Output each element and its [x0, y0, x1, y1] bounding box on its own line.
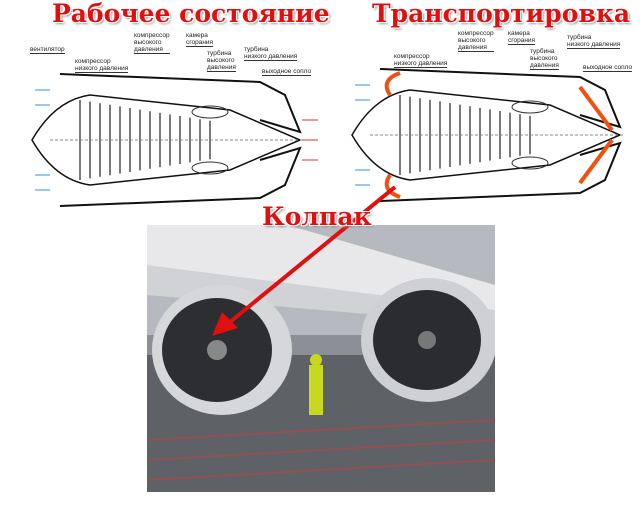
pointer-arrow: [228, 185, 397, 324]
label-hpc: компрессор высокого давления: [134, 32, 170, 54]
label-hpc-right: компрессор высокого давления: [458, 30, 494, 52]
label-lpt-right: турбина низкого давления: [567, 34, 621, 49]
title-operating-state: Рабочее состояние: [52, 0, 330, 28]
label-nozzle-right: выходное сопло: [583, 64, 633, 72]
combustion-chamber: [191, 161, 229, 175]
label-cap: Колпак: [262, 202, 372, 231]
label-nozzle: выходное сопло: [262, 68, 312, 76]
cap-rear-bottom: [578, 138, 614, 185]
label-hpt-right: турбина высокого давления: [530, 48, 559, 70]
aircraft-engine-photo: [147, 225, 495, 492]
label-lpt: турбина низкого давления: [244, 46, 298, 61]
nacelle-outline: [59, 73, 302, 207]
cap-front-bottom: [384, 173, 401, 199]
label-lpc-right: компрессор низкого давления: [394, 53, 448, 68]
cap-rear-top: [578, 85, 614, 132]
combustion-chamber: [511, 100, 549, 114]
arrow-head: [212, 312, 238, 336]
cap-front-top: [384, 71, 401, 97]
title-transportation: Транспортировка: [372, 0, 631, 28]
label-chamber-right: камера сгорания: [508, 30, 536, 45]
label-fan: вентилятор: [30, 46, 65, 54]
label-lpc: компрессор низкого давления: [75, 58, 129, 73]
label-hpt: турбина высокого давления: [207, 50, 236, 72]
combustion-chamber: [511, 156, 549, 170]
combustion-chamber: [191, 105, 229, 119]
label-chamber: камера сгорания: [186, 32, 214, 47]
